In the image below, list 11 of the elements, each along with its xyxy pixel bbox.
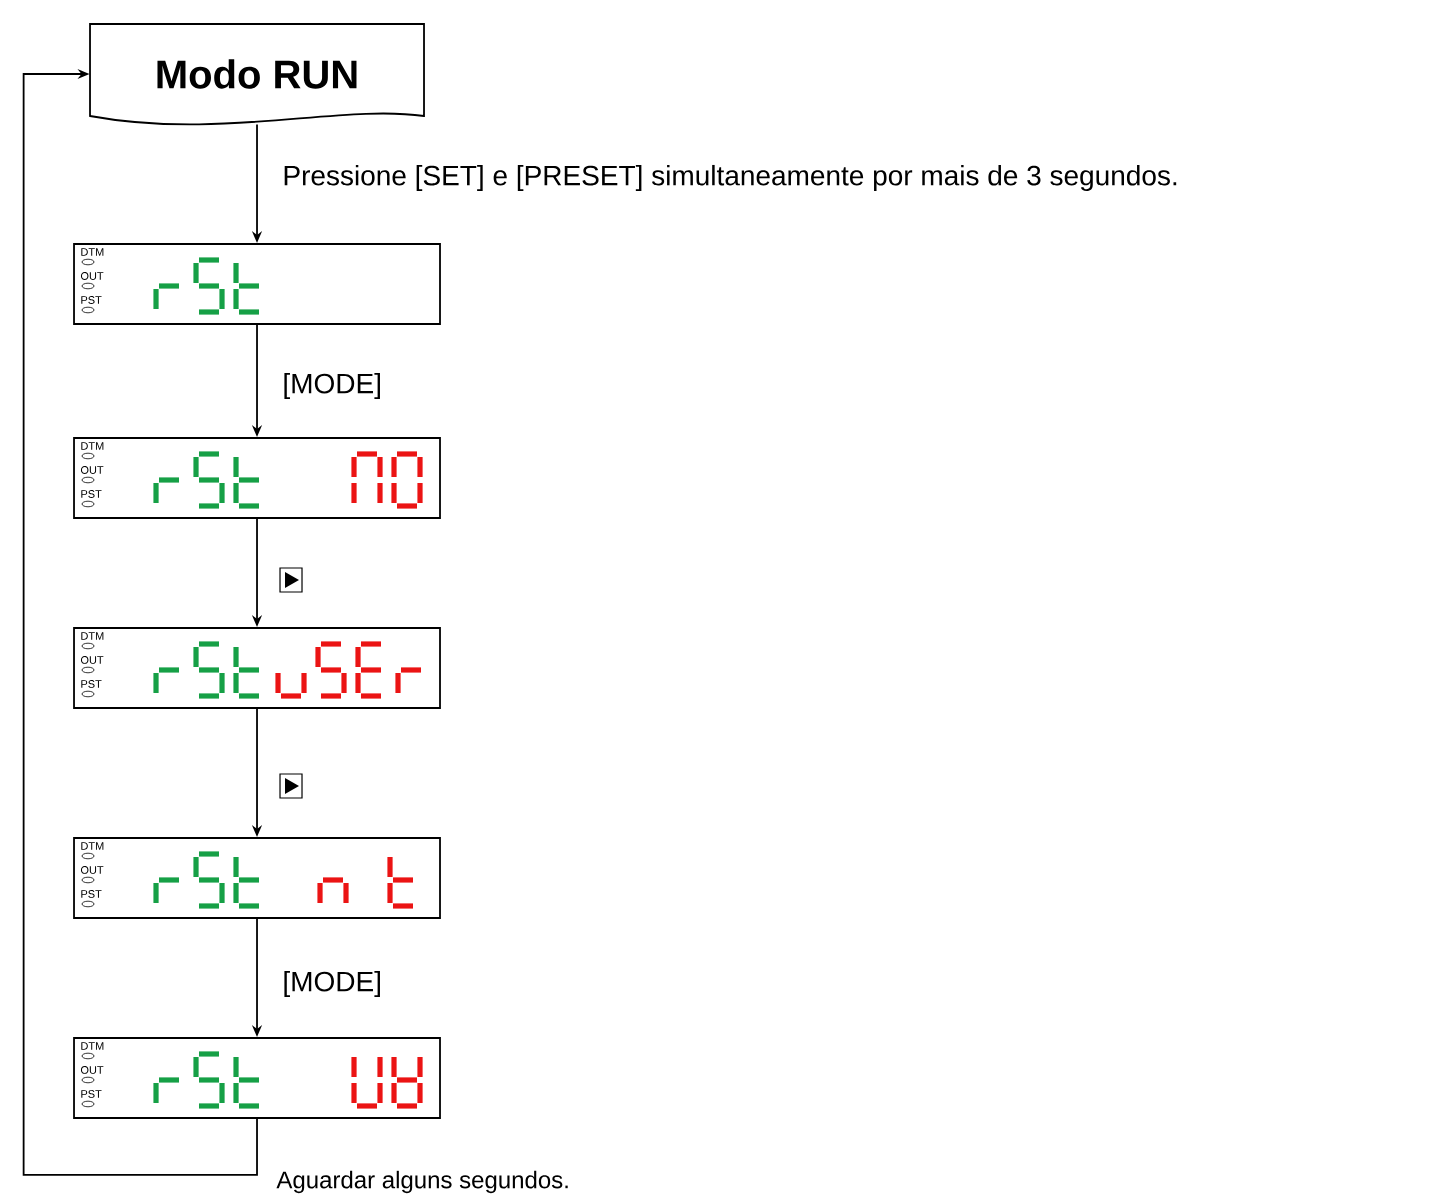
arrow bbox=[22, 68, 258, 1176]
display-panel bbox=[73, 437, 441, 519]
display-panel bbox=[73, 837, 441, 919]
display-panel bbox=[73, 1037, 441, 1119]
edge-label: Aguardar alguns segundos. bbox=[276, 1170, 568, 1194]
display-panel bbox=[73, 627, 441, 709]
edge-label: [MODE] bbox=[284, 372, 380, 400]
document-box: Modo RUN bbox=[89, 23, 425, 126]
edge-label: Pressione [SET] e [PRESET] simultaneamente por mais de 3 segundos. bbox=[284, 164, 1177, 192]
display-panel bbox=[73, 243, 441, 325]
edge-label: [MODE] bbox=[284, 970, 380, 998]
